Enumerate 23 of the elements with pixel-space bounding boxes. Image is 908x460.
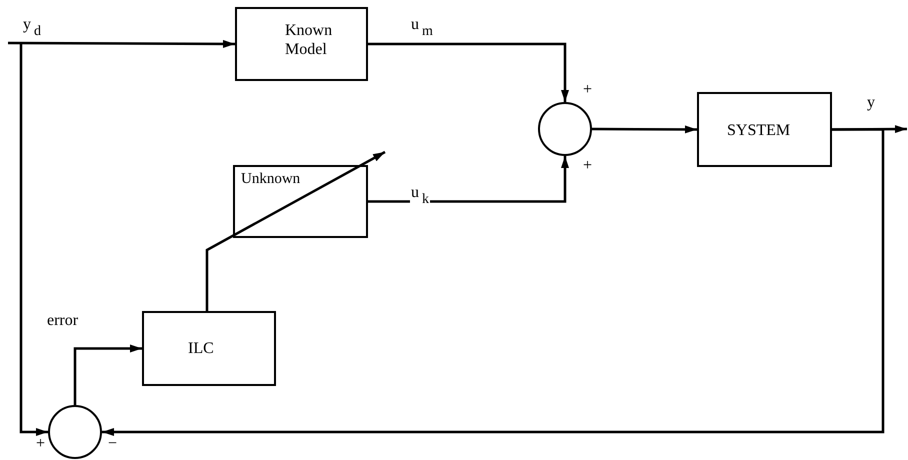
arrow [8,40,235,48]
arrow [832,125,907,134]
sign-label: + [583,82,592,98]
block-box [142,311,276,386]
block-label: Known Model [285,21,334,59]
block-box [233,165,368,238]
sign-label: + [583,158,592,174]
arrow [368,42,569,102]
sign-label: + [36,436,46,452]
sign-label: − [108,436,118,452]
arrow [206,150,386,311]
arrow [74,344,142,405]
block-label: ILC [188,339,215,358]
block-label: Unknown [241,170,302,189]
block-box [697,92,832,167]
summing-junction [538,102,592,156]
summing-junction [48,405,102,459]
arrow [102,128,884,436]
arrow [20,43,48,436]
block-label: SYSTEM [727,121,792,140]
arrow [368,156,569,203]
arrow [592,125,697,134]
block-box [235,7,368,81]
